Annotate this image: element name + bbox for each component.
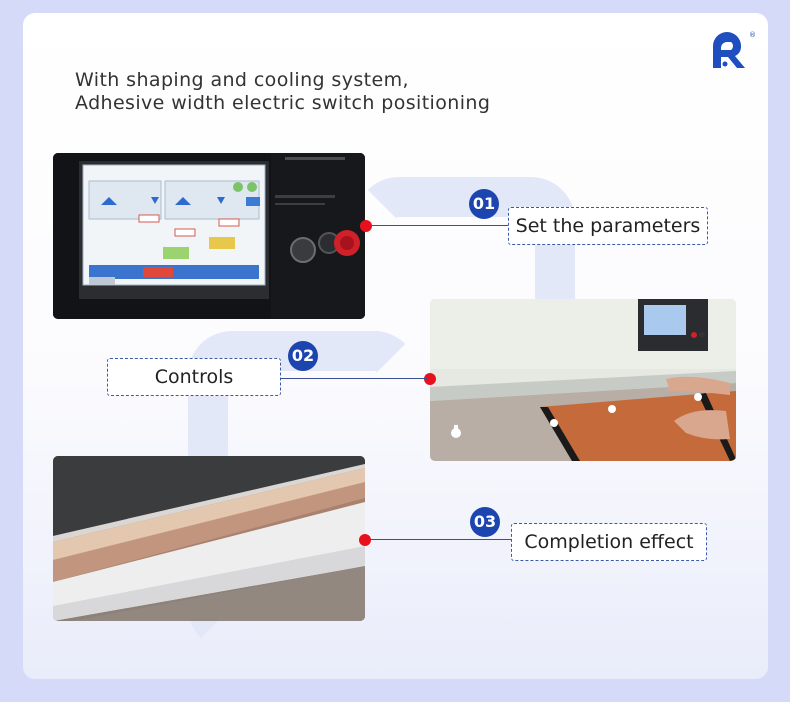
connector-dot [359,534,371,546]
completion-illustration [53,456,365,621]
machine-operation-illustration [430,299,736,461]
control-panel-photo [53,153,365,319]
headline-line-2: Adhesive width electric switch positioni… [75,92,491,114]
completion-photo [53,456,365,621]
step-label-set-parameters: Set the parameters [508,207,708,245]
connector-dot [424,373,436,385]
headline: With shaping and cooling system, Adhesiv… [75,69,490,115]
registered-mark: ® [749,31,755,39]
headline-line-1: With shaping and cooling system, [75,69,409,91]
step-label-completion-effect: Completion effect [511,523,707,561]
control-panel-illustration [53,153,365,319]
machine-operation-photo [430,299,736,461]
connector-line [365,539,511,540]
connector-line [366,225,508,226]
step-number-badge: 03 [470,507,500,537]
step-number-badge: 01 [469,189,499,219]
brand-logo: ® [713,31,755,68]
connector-line [281,378,427,379]
step-number-badge: 02 [288,341,318,371]
step-label-controls: Controls [107,358,281,396]
connector-dot [360,220,372,232]
content-card: ® With shaping and cooling system, Adhes… [23,13,768,679]
